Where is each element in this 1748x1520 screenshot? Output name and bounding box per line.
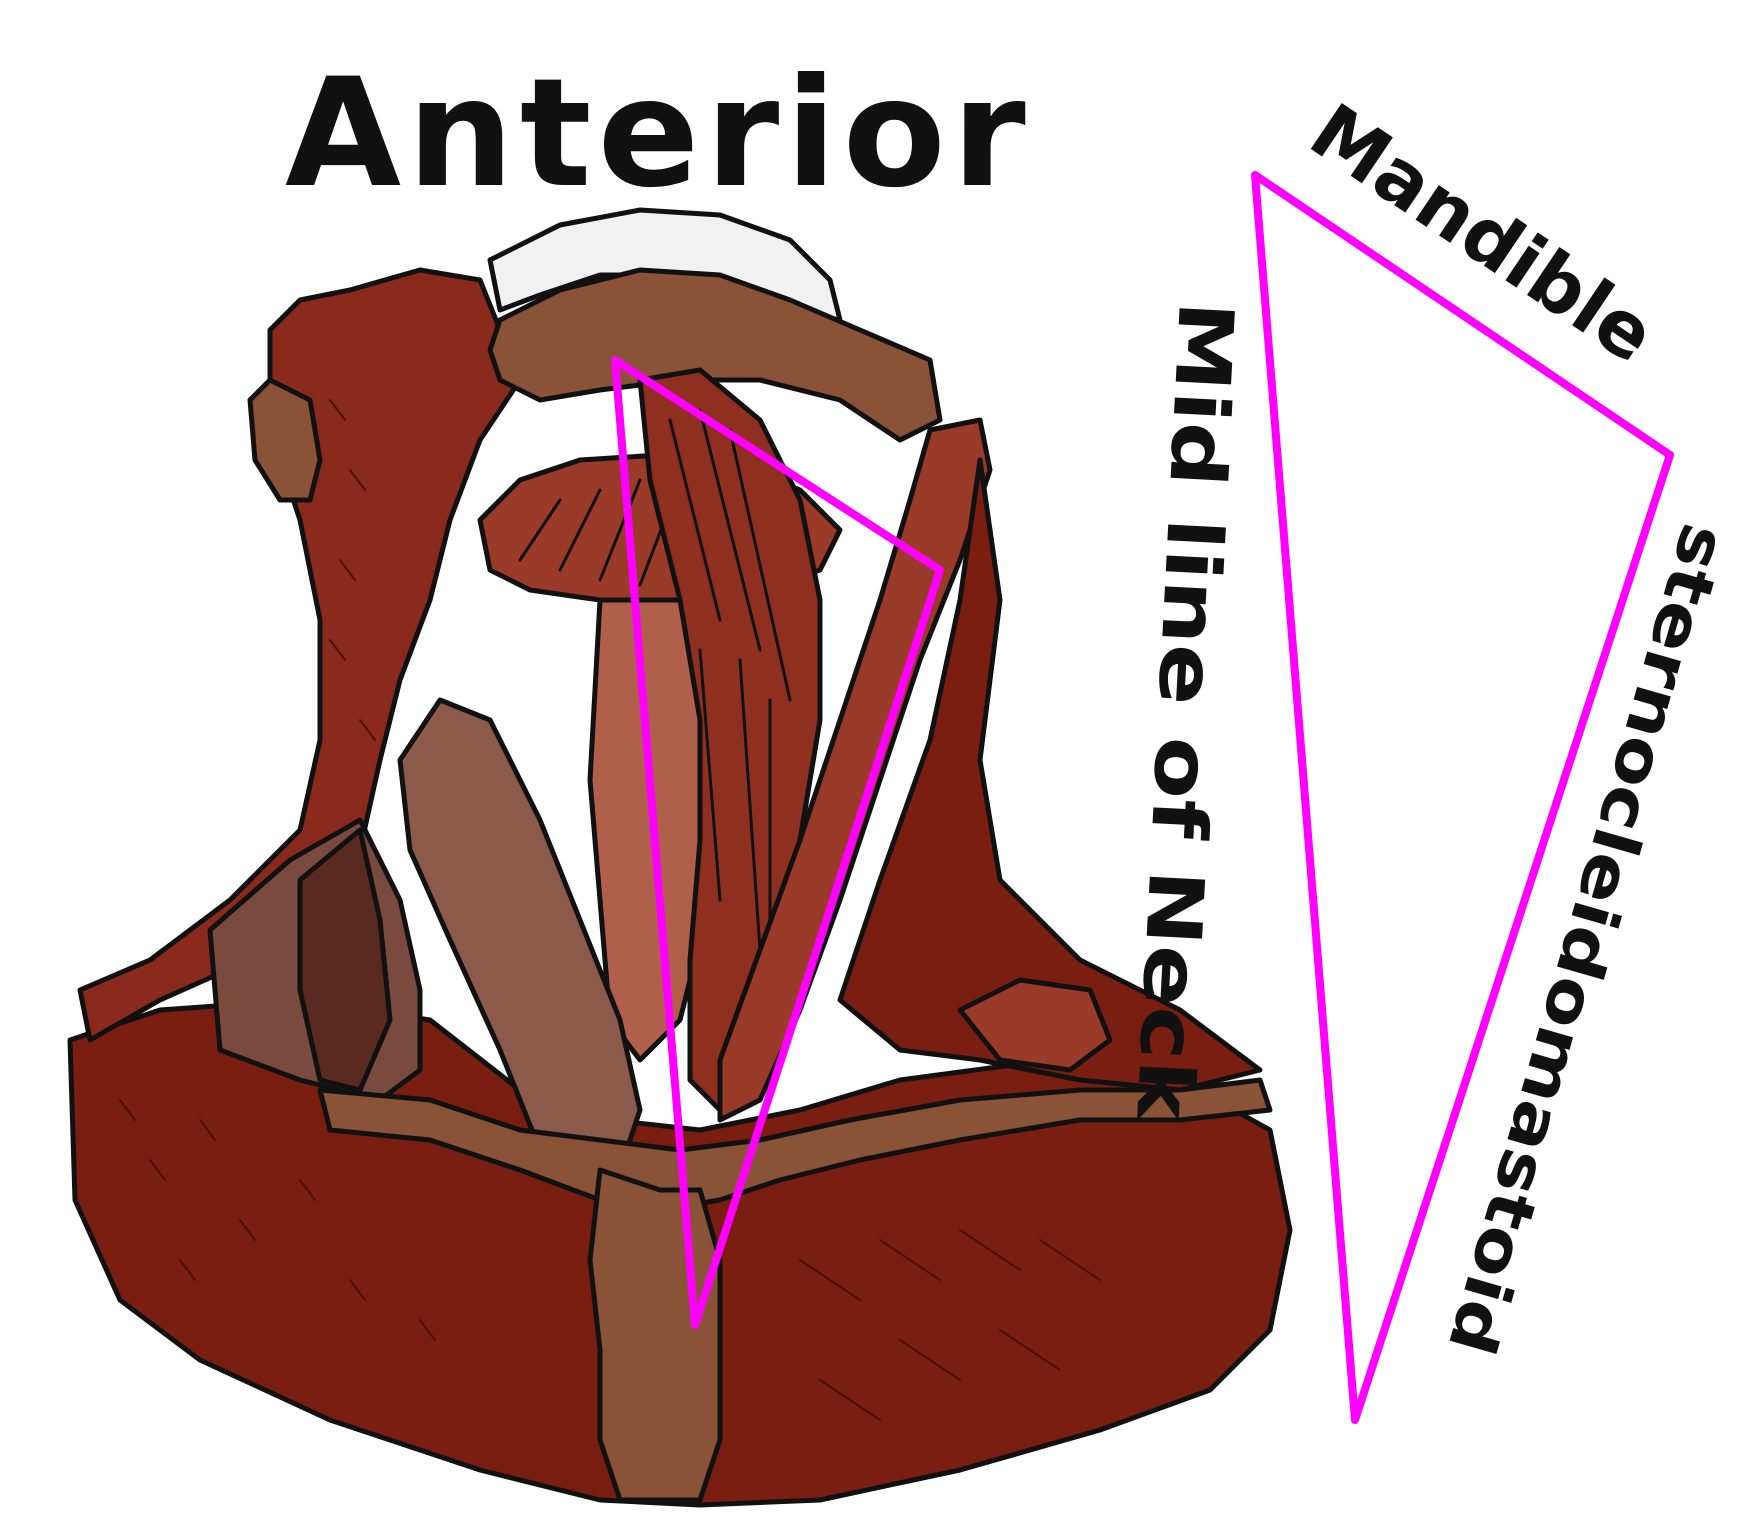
right-neck-mass [837, 457, 1263, 1093]
sternum [587, 1167, 723, 1503]
right-lower-muscle [957, 977, 1113, 1073]
jaw-skin [487, 267, 943, 443]
label-midline-of-neck: Mid line of Neck [1119, 299, 1251, 1124]
left-dark-wedge [297, 827, 393, 1093]
label-mandible: Mandible [1295, 86, 1671, 380]
left-strap-muscle [397, 697, 643, 1193]
central-muscle-fibers [668, 408, 792, 1002]
anterior-triangle-outline-large [1251, 171, 1674, 1424]
title-anterior: Anterior [285, 47, 1032, 221]
anterior-triangle-outline-small [611, 356, 944, 1329]
clavicle-band [317, 1077, 1273, 1213]
muscle-texture [119, 399, 1101, 1421]
label-sternocleidomastoid: sternocleidomastoid [1433, 516, 1741, 1363]
left-ear-tab [247, 377, 323, 503]
